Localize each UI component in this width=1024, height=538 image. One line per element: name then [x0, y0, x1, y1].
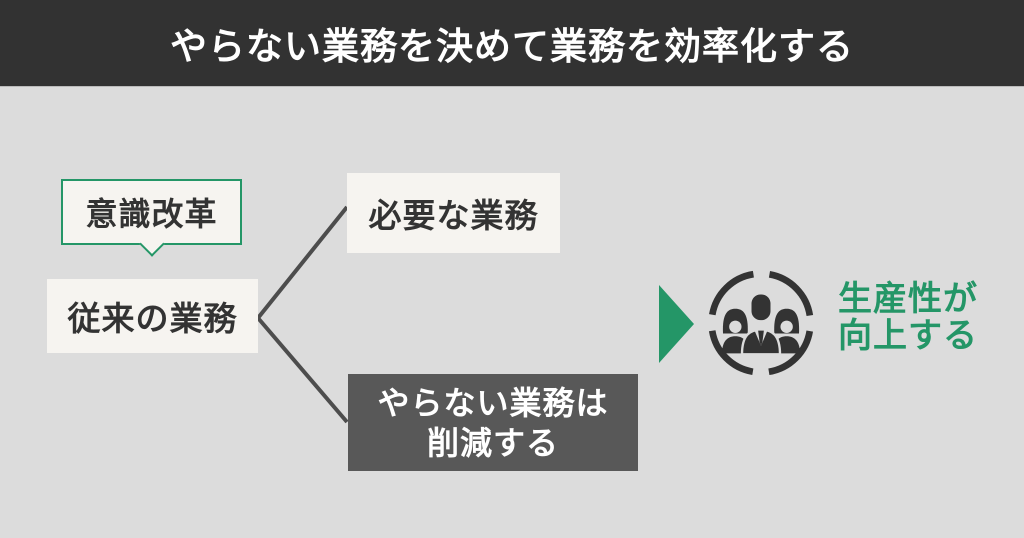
eliminated-work-line1: やらない業務は: [377, 384, 609, 421]
team-in-dashed-circle-icon: [708, 270, 814, 376]
result-text-line1: 生産性が: [838, 280, 978, 318]
header-bar: やらない業務を決めて業務を効率化する: [0, 0, 1024, 86]
result-text-line2: 向上する: [838, 317, 978, 355]
necessary-work-label: 必要な業務: [368, 197, 539, 234]
speech-bubble-tail: [138, 231, 165, 257]
right-triangle-arrow-icon: [659, 285, 694, 363]
speech-bubble: 意識改革: [61, 179, 242, 257]
necessary-work-box: 必要な業務: [347, 173, 560, 253]
eliminated-work-line2: 削減する: [426, 424, 559, 461]
result-text: 生産性が 向上する: [838, 281, 978, 355]
source-work-label: 従来の業務: [67, 300, 238, 337]
eliminated-work-box: やらない業務は 削減する: [348, 374, 638, 471]
speech-bubble-label: 意識改革: [85, 196, 218, 232]
source-work-box: 従来の業務: [47, 279, 258, 353]
page-title: やらない業務を決めて業務を効率化する: [170, 26, 854, 67]
